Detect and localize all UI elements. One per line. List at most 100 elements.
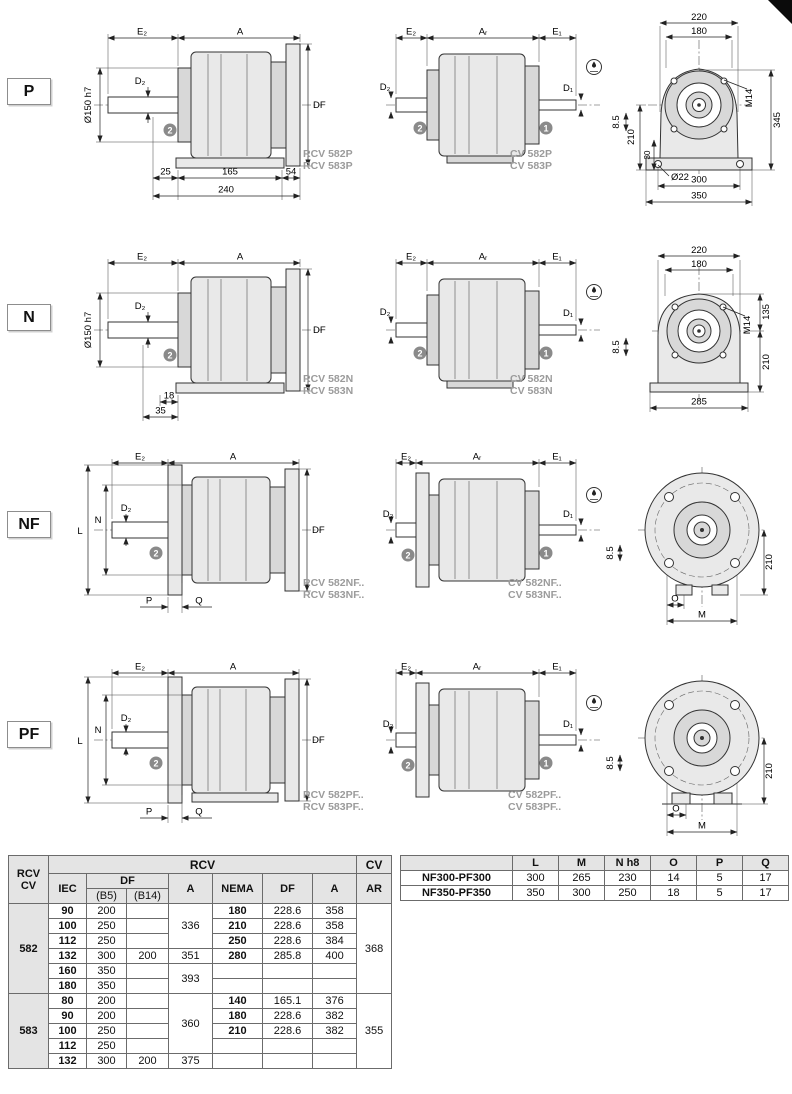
callout-1-badge: [539, 346, 553, 360]
cell: [311, 1053, 358, 1069]
dim-label-e1: E₁: [552, 662, 562, 673]
cell: 228.6: [262, 903, 313, 919]
cell: 336: [168, 903, 213, 949]
cell: 228.6: [262, 1023, 313, 1039]
dim-label-d2: D₂: [135, 76, 146, 87]
dim-label-d2: D₂: [135, 301, 146, 312]
cell: 14: [650, 870, 697, 886]
cell: 250: [86, 918, 127, 934]
model-label: CV 583P: [510, 160, 552, 172]
drawings-row-nf: E₂ A L N D₂ DF P Q 2 RCV 582NF.. RCV 583…: [77, 452, 775, 625]
dim-label: 220: [691, 12, 707, 23]
cell: 250: [604, 885, 651, 901]
cell: 132: [48, 948, 87, 964]
cell: 228.6: [262, 918, 313, 934]
section-letter: N: [23, 308, 35, 326]
dim-label: 220: [691, 245, 707, 256]
table-row: 100 250 210 228.6 358: [9, 918, 392, 934]
table-header-row: L M N h8 O P Q: [400, 855, 789, 871]
cell: [126, 918, 169, 934]
section-letter: NF: [18, 515, 40, 533]
cell: 350: [86, 963, 127, 979]
dim-label-o: O: [671, 594, 678, 605]
callout-2-number: 2: [153, 549, 158, 559]
dim-label: 8.5: [605, 546, 616, 559]
dim-label-d1: D₁: [563, 719, 573, 730]
rcv-pf-side-view: E₂ A L N D₂ DF P Q 2 RCV 582PF.. RCV 583…: [77, 662, 364, 823]
model-label: RCV 582NF..: [303, 577, 364, 589]
cell: 180: [212, 903, 263, 919]
model-label: RCV 582N: [303, 373, 353, 385]
cell: [262, 1053, 313, 1069]
cell: 200: [126, 1053, 169, 1069]
dim-label: 345: [772, 112, 783, 128]
col-header-n: N h8: [604, 855, 651, 871]
model-label: RCV 582PF..: [303, 789, 364, 801]
callout-1-number: 1: [543, 549, 548, 559]
col-header-a2: A: [311, 873, 358, 904]
cell: [126, 978, 169, 994]
col-header-nema: NEMA: [212, 873, 263, 904]
callout-2-badge: [413, 121, 427, 135]
dim-label-a: A: [230, 662, 237, 673]
cell: 360: [168, 993, 213, 1054]
table-row: 582 90 200 336 180 228.6 358 368: [8, 903, 393, 994]
group-582-cell: 582: [8, 903, 49, 994]
cell: 280: [212, 948, 263, 964]
cell: [212, 978, 263, 994]
group-583-cell: 583: [8, 993, 49, 1069]
callout-2-badge: [401, 758, 415, 772]
dim-label: 30: [643, 150, 652, 159]
cv-group-header: CV: [356, 855, 393, 874]
col-header-b5: (B5): [86, 888, 127, 904]
section-label-nf: NF: [7, 511, 51, 538]
dim-label-o: O: [672, 804, 679, 815]
cell: 300: [558, 885, 605, 901]
dim-label-a: A: [230, 452, 237, 463]
cell: [262, 963, 313, 979]
section-label-n: N: [7, 304, 51, 331]
dim-label-m: M: [698, 821, 706, 832]
table-row: NF300-PF300 300 265 230 14 5 17: [400, 870, 789, 886]
dim-label-d2: D₂: [383, 719, 394, 730]
col-header-m: M: [558, 855, 605, 871]
cell: [262, 1038, 313, 1054]
cell: [126, 1023, 169, 1039]
cell: 180: [48, 978, 87, 994]
model-label: CV 582PF..: [508, 789, 561, 801]
section-letter: P: [23, 82, 35, 100]
dim-label-l: L: [77, 736, 82, 747]
dim-label-df: DF: [313, 325, 326, 336]
section-letter: PF: [18, 725, 40, 743]
cv-n-side-view: E₂ Aᵣ E₁ D₂ D₁ 2 1 CV 582N CV 583N: [380, 252, 600, 397]
dim-label-pilot: Ø150 h7: [83, 312, 94, 348]
cell: 100: [48, 1023, 87, 1039]
col-header-iec: IEC: [48, 873, 87, 904]
dim-label-e2: E₂: [137, 252, 147, 263]
dim-label-d2: D₂: [380, 307, 391, 318]
cell: NF300-PF300: [400, 870, 513, 886]
dim-label-e2: E₂: [401, 662, 411, 673]
cv-p-side-view: E₂ Aᵣ E₁ D₂ D₁ 2 1 CV 582P CV 583P: [380, 27, 600, 172]
dim-label-df: DF: [312, 735, 325, 746]
dim-label: 8.5: [611, 115, 622, 128]
callout-1-badge: [539, 546, 553, 560]
dim-label-d2: D₂: [380, 82, 391, 93]
corner-label-rcv: RCV: [16, 867, 41, 880]
col-header-a: A: [168, 873, 213, 904]
cell: 250: [86, 1038, 127, 1054]
rcv-cv-dimension-table: RCV CV RCV CV IEC DF A NEMA DF A AR (B5)…: [8, 855, 393, 1069]
dim-label-m14: M14: [744, 89, 755, 107]
dim-label-a: A: [237, 27, 244, 38]
cell: 90: [48, 1008, 87, 1024]
cell: 228.6: [262, 933, 313, 949]
cell: 112: [48, 1038, 87, 1054]
cell: [311, 1038, 358, 1054]
cell: 112: [48, 933, 87, 949]
callout-2-badge: [401, 548, 415, 562]
gearbox-front-view-p: 220 180 M14 345 8.5 210 30 Ø22 300 350: [611, 12, 783, 206]
dim-label-ar: Aᵣ: [479, 27, 488, 38]
cell: 200: [126, 948, 169, 964]
callout-1-number: 1: [543, 759, 548, 769]
callout-2-number: 2: [405, 551, 410, 561]
